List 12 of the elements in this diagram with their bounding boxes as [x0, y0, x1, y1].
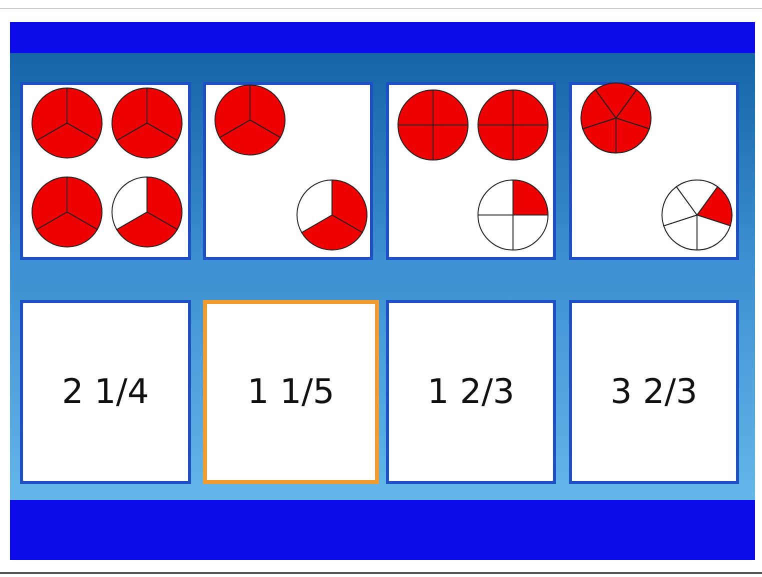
picture-card [203, 82, 373, 260]
picture-card [569, 82, 739, 260]
answer-card [20, 300, 191, 484]
mixed-number: 3 2/3 [610, 372, 698, 412]
answer-card [569, 300, 739, 484]
mixed-number: 1 2/3 [427, 372, 515, 412]
mixed-number: 1 1/5 [247, 372, 335, 412]
picture-card [20, 82, 191, 260]
answer-card [203, 300, 379, 484]
mixed-number: 2 1/4 [62, 372, 150, 412]
picture-card [386, 82, 556, 260]
answer-card [386, 300, 556, 484]
